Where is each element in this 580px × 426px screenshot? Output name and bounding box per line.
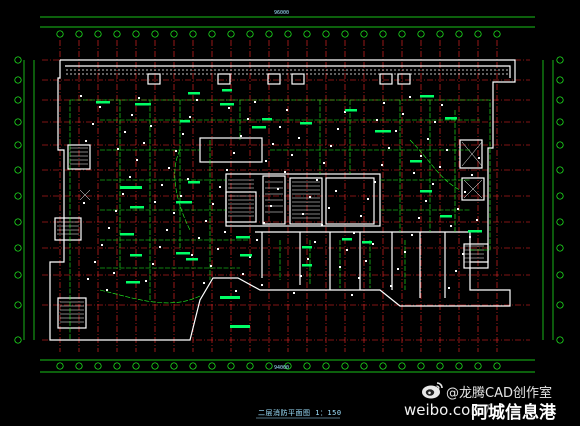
weibo-logo-icon — [422, 382, 443, 399]
fire-devices — [80, 95, 480, 296]
watermark-author: @龙腾CAD创作室 — [446, 386, 552, 401]
dimension-lines — [23, 16, 554, 373]
overall-dimension-bottom: 94000 — [274, 365, 290, 371]
drawing-title: 二层消防平面图 1：150 — [258, 409, 342, 417]
axis-bubbles — [14, 30, 564, 370]
watermark-url: weibo.com/ — [404, 401, 490, 419]
watermark-site: 阿城信息港 — [471, 403, 556, 423]
stair-hatching — [57, 141, 484, 323]
fire-alarm-wiring — [69, 99, 491, 340]
overall-dimension-top: 96000 — [274, 10, 290, 16]
building-walls — [49, 59, 516, 341]
parapet-pattern — [66, 69, 508, 75]
device-labels — [96, 89, 482, 328]
